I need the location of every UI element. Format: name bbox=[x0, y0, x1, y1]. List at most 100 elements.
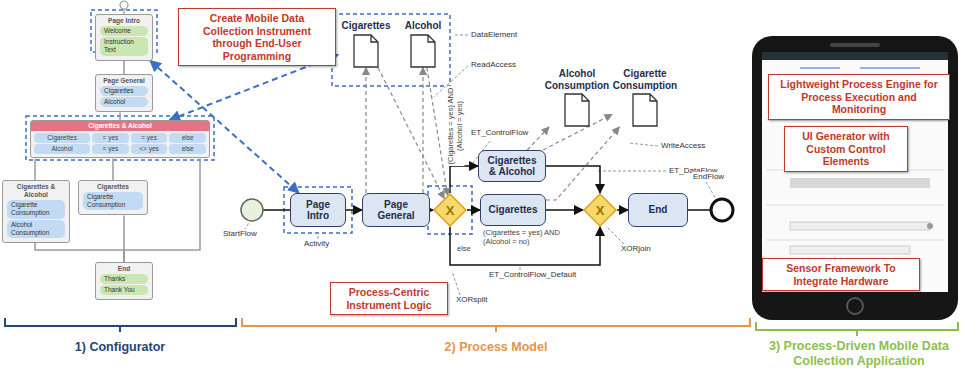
start-event bbox=[241, 199, 290, 221]
decoration bbox=[766, 240, 944, 241]
element-type-label: ET_ControlFlow bbox=[470, 128, 529, 137]
decoration bbox=[284, 187, 352, 233]
control-flow bbox=[346, 209, 362, 211]
callout-box: UI Generator with Custom Control Element… bbox=[784, 126, 908, 172]
callout-box: Create Mobile Data Collection Instrument… bbox=[178, 8, 336, 66]
decoration bbox=[628, 143, 658, 146]
decoration bbox=[762, 52, 948, 60]
document-shape bbox=[563, 93, 591, 127]
form-element: Cigarette Consumption bbox=[83, 192, 143, 210]
element-type-label: EndFlow bbox=[692, 172, 725, 181]
node-text: Cigarettes & Alcohol bbox=[483, 155, 541, 178]
node-text: Cigarettes bbox=[338, 20, 394, 32]
form-element: Alcohol bbox=[100, 97, 148, 107]
configurator-page: Page GeneralCigarettesAlcohol bbox=[95, 74, 153, 112]
activity-box: Page General bbox=[362, 193, 430, 227]
end-event bbox=[688, 199, 733, 221]
table-cell: <> yes bbox=[131, 144, 168, 154]
element-type-label: ReadAccess bbox=[470, 60, 517, 69]
control-flow bbox=[123, 61, 125, 75]
control-flow bbox=[34, 158, 36, 180]
table-cell: Alcohol bbox=[34, 144, 90, 154]
decision-table: Cigarettes & AlcoholCigarettes= yes= yes… bbox=[30, 120, 210, 158]
control-flow bbox=[467, 209, 480, 211]
xor-gateway: X bbox=[583, 193, 617, 227]
decoration bbox=[706, 182, 716, 199]
node-text: Page Intro bbox=[295, 199, 341, 222]
decoration bbox=[800, 67, 840, 69]
section-title: 2) Process Model bbox=[380, 340, 612, 355]
condition-label: (Cigarettes = yes) AND (Alcohol = yes) bbox=[447, 86, 464, 166]
node-text: Cigarettes & Alcohol bbox=[31, 121, 209, 131]
decoration bbox=[453, 35, 468, 36]
decoration bbox=[606, 226, 624, 244]
decoration bbox=[790, 178, 930, 188]
decoration bbox=[762, 52, 948, 292]
control-flow bbox=[112, 158, 114, 180]
node-text: Welcome bbox=[104, 27, 144, 35]
decoration bbox=[688, 209, 711, 211]
decoration bbox=[452, 271, 460, 295]
data-flow-arrow bbox=[546, 127, 619, 200]
configurator-page: Page IntroWelcomeInstruction Text bbox=[95, 14, 153, 61]
table-cell: = yes bbox=[92, 144, 129, 154]
data-element: Cigarettes bbox=[338, 20, 394, 68]
decoration bbox=[596, 171, 666, 172]
decoration bbox=[756, 322, 958, 336]
decoration bbox=[263, 209, 290, 211]
decision-row: Cigarettes= yes= yeselse bbox=[33, 133, 207, 143]
document-shape bbox=[631, 93, 659, 127]
decoration bbox=[242, 318, 750, 332]
data-element: Alcohol bbox=[398, 20, 448, 68]
node-text: Page General bbox=[98, 77, 150, 85]
decoration bbox=[790, 222, 930, 230]
node-text: Alcohol bbox=[398, 20, 448, 32]
node-text: Cigarettes & Alcohol bbox=[5, 183, 67, 199]
form-element: Cigarettes bbox=[100, 86, 148, 96]
element-type-label: StartFlow bbox=[222, 229, 258, 238]
node-text: End bbox=[649, 204, 668, 216]
element-type-label: ET_ControlFlow_Default bbox=[488, 270, 577, 279]
control-flow bbox=[546, 166, 600, 193]
node-text: End bbox=[98, 265, 150, 273]
table-cell: else bbox=[169, 144, 206, 154]
element-type-label: DataElement bbox=[470, 30, 518, 39]
node-text: Alcohol Consumption bbox=[11, 221, 61, 237]
configurator-top bbox=[120, 1, 128, 14]
control-flow bbox=[450, 166, 478, 193]
node-text: Alcohol Consumption bbox=[543, 68, 611, 91]
element-type-label: XORjoin bbox=[620, 244, 652, 253]
decoration bbox=[766, 120, 944, 240]
decoration bbox=[241, 199, 263, 221]
decoration bbox=[26, 116, 214, 160]
element-type-label: WriteAccess bbox=[660, 141, 706, 150]
condition-label: else bbox=[456, 245, 472, 254]
configurator-page: Cigarettes & AlcoholCigarette Consumptio… bbox=[2, 180, 70, 243]
configurator-page: CigarettesCigarette Consumption bbox=[78, 180, 148, 215]
data-flow-arrow bbox=[527, 127, 549, 150]
configurator-page: EndThanksThank You bbox=[95, 262, 153, 300]
decoration bbox=[332, 14, 450, 86]
node-text: Cigarette Consumption bbox=[11, 201, 61, 217]
node-text: UI Generator with Custom Control Element… bbox=[791, 130, 901, 168]
element-type-label: Activity bbox=[303, 239, 330, 248]
data-flow-arrow bbox=[427, 68, 448, 196]
decoration bbox=[120, 1, 128, 9]
data-element: Alcohol Consumption bbox=[543, 68, 611, 127]
activity-box: Cigarettes & Alcohol bbox=[478, 150, 546, 182]
data-flow-arrow bbox=[378, 68, 444, 199]
node-text: X bbox=[596, 203, 605, 218]
decoration bbox=[428, 186, 472, 234]
decoration bbox=[847, 298, 863, 314]
form-element: Thank You bbox=[100, 285, 148, 295]
table-cell: Cigarettes bbox=[34, 133, 90, 143]
element-type-label: XORsplit bbox=[455, 295, 489, 304]
condition-label: (Cigarettes = yes) AND (Alcohol = no) bbox=[482, 229, 584, 246]
table-cell: = yes bbox=[92, 133, 129, 143]
document-shape bbox=[354, 35, 378, 67]
data-flow-arrow bbox=[422, 68, 423, 194]
data-element: Cigarette Consumption bbox=[612, 68, 678, 127]
decoration bbox=[711, 199, 733, 221]
activity-box: Page Intro bbox=[290, 193, 346, 227]
control-flow bbox=[119, 112, 121, 120]
